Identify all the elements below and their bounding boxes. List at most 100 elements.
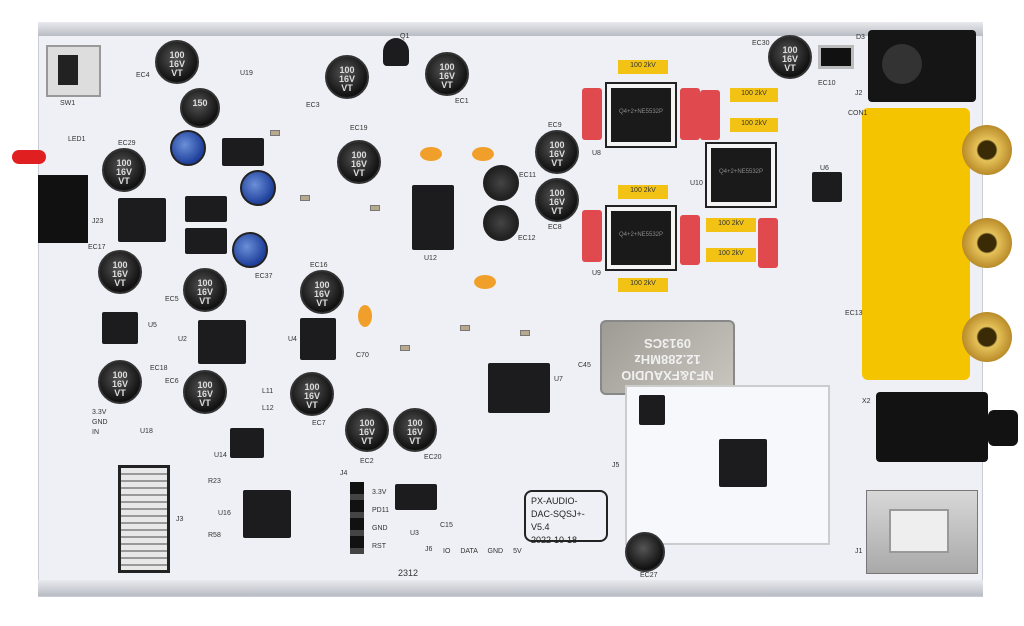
ref-label: U19 [240,70,253,77]
capacitor-small [483,205,519,241]
usb-b-port[interactable] [866,490,978,574]
switch-sw1[interactable] [46,45,101,97]
ref-label: EC29 [118,140,136,147]
rca-jack-1[interactable] [962,125,1012,175]
ref-label: EC2 [360,458,374,465]
top-rail [38,22,983,36]
power-connector [38,175,88,243]
ref-label: EC27 [640,572,658,579]
ref-label: EC7 [312,420,326,427]
rca-output-block [862,108,970,380]
usb-daughterboard [625,385,830,545]
j6-pin-labels: IO DATA GND 5V [443,548,522,555]
ref-label: CON1 [848,110,868,117]
regulator-u3 [395,484,437,510]
ref-label: U9 [592,270,601,277]
regulator-u5 [102,312,138,344]
capacitor-blue [232,232,268,268]
ref-label: J5 [612,462,620,469]
opamp-u10: Q4+2+NE5532P [705,142,777,208]
ref-label: U4 [288,336,297,343]
ref-label: EC13 [845,310,863,317]
ref-label: R58 [208,532,221,539]
ref-label: C70 [356,352,369,359]
ref-label: 2312 [398,568,419,578]
optical-input-jack[interactable] [876,392,988,462]
inductor: 150 [180,88,220,128]
opamp-u9: Q4+2+NE5532P [605,205,677,271]
ref-label: C15 [440,522,453,529]
ffc-connector-j3[interactable] [118,465,170,573]
ref-label: U8 [592,150,601,157]
ref-label: EC10 [818,80,836,87]
chip [639,395,665,425]
ref-label: C45 [578,362,591,369]
mica-capacitor: 100 2kV [618,278,668,292]
mica-capacitor: 100 2kV [618,60,668,74]
chip-u12 [412,185,454,250]
smd-component [400,345,410,351]
rca-jack-2[interactable] [962,218,1012,268]
ref-label: X2 [862,398,871,405]
chip-u6 [812,172,842,202]
ref-label: EC5 [165,296,179,303]
film-capacitor [582,88,602,140]
ceramic-capacitor [358,305,372,327]
ref-label: EC37 [255,273,273,280]
regulator-u23 [118,198,166,242]
smd-component [300,195,310,201]
optical-port[interactable] [988,410,1018,446]
ref-label: EC1 [455,98,469,105]
transistor-q1 [383,38,409,66]
dc-power-jack[interactable] [868,30,976,102]
mica-capacitor: 100 2kV [618,185,668,199]
opamp-marking: Q4+2+NE5532P [711,148,771,202]
film-capacitor [758,218,778,268]
ref-label: U6 [820,165,829,172]
ref-label: EC19 [350,125,368,132]
ref-label: U7 [554,376,563,383]
ref-label: EC20 [424,454,442,461]
ref-label: U14 [214,452,227,459]
diode-d7 [185,196,227,222]
pin-header-j4[interactable] [350,482,364,554]
ref-label: J3 [176,516,184,523]
ref-label: EC8 [548,224,562,231]
ref-label: U2 [178,336,187,343]
ref-label: U5 [148,322,157,329]
ref-label: J23 [92,218,104,225]
capacitor-small [483,165,519,201]
ref-label: EC9 [548,122,562,129]
diode-d3 [818,45,854,69]
ref-label: EC11 [519,172,536,179]
chip-u7 [488,363,550,413]
smd-component [460,325,470,331]
rca-jack-3[interactable] [962,312,1012,362]
film-capacitor [700,90,720,140]
ref-label: EC16 [310,262,328,269]
mica-capacitor: 100 2kV [730,88,778,102]
ref-label: EC3 [306,102,320,109]
ceramic-capacitor [472,147,494,161]
opamp-marking: Q4+2+NE5532P [611,88,671,142]
chip-u14 [230,428,264,458]
ref-label: EC18 [150,365,168,372]
diode-d8 [185,228,227,254]
ref-label: EC12 [518,235,536,242]
ref-label: R23 [208,478,221,485]
ref-label: U16 [218,510,231,517]
ref-label: EC30 [752,40,770,47]
regulator-u4 [300,318,336,360]
